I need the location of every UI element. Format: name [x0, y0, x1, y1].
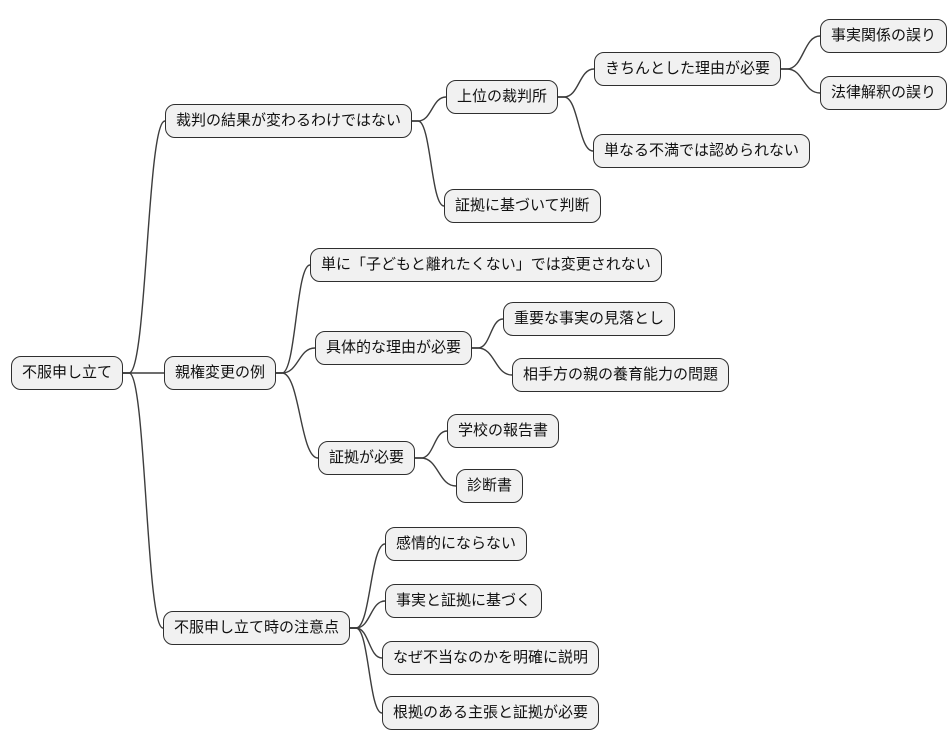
connector-line — [123, 372, 164, 629]
node-appeal-root: 不服申し立て — [11, 356, 124, 390]
node-appeal-cautions: 不服申し立て時の注意点 — [163, 611, 351, 645]
connector-line — [415, 430, 448, 459]
connector-line — [472, 318, 504, 349]
node-concrete-reason-required: 具体的な理由が必要 — [315, 331, 473, 365]
connector-line — [558, 96, 594, 152]
connector-line — [350, 543, 386, 629]
node-custody-change-example: 親権変更の例 — [164, 356, 277, 390]
node-not-changed-by-mere-wish: 単に「子どもと離れたくない」では変更されない — [310, 248, 662, 282]
connector-line — [412, 120, 445, 207]
connector-line — [350, 627, 383, 714]
node-other-parent-capacity-problem: 相手方の親の養育能力の問題 — [512, 358, 730, 392]
node-explain-why-unjust: なぜ不当なのかを明確に説明 — [382, 641, 600, 675]
node-factual-error: 事実関係の誤り — [820, 19, 948, 53]
connector-line — [276, 264, 311, 374]
connector-line — [472, 347, 513, 376]
node-evidence-required: 証拠が必要 — [318, 441, 416, 475]
node-based-on-facts-and-evidence: 事実と証拠に基づく — [385, 584, 543, 618]
node-grounded-claims-and-evidence: 根拠のある主張と証拠が必要 — [382, 696, 600, 730]
node-school-report: 学校の報告書 — [447, 414, 560, 448]
connector-line — [781, 68, 821, 94]
node-trial-result-unchanged: 裁判の結果が変わるわけではない — [165, 104, 413, 138]
connector-line — [123, 120, 166, 374]
node-overlooked-important-facts: 重要な事実の見落とし — [503, 302, 676, 336]
node-proper-reason-required: きちんとした理由が必要 — [594, 52, 782, 86]
node-medical-certificate: 診断書 — [456, 469, 524, 503]
node-evidence-based-judgment: 証拠に基づいて判断 — [444, 189, 601, 223]
connector-line — [412, 96, 447, 122]
node-mere-dissatisfaction-rejected: 単なる不満では認められない — [593, 134, 811, 168]
connector-line — [276, 372, 319, 459]
connector-line — [558, 68, 595, 98]
node-legal-interpretation-error: 法律解釈の誤り — [820, 76, 948, 110]
node-do-not-get-emotional: 感情的にならない — [385, 527, 528, 561]
node-higher-court: 上位の裁判所 — [446, 80, 559, 114]
connector-line — [781, 35, 821, 70]
connector-line — [276, 347, 316, 374]
connector-line — [415, 457, 457, 487]
